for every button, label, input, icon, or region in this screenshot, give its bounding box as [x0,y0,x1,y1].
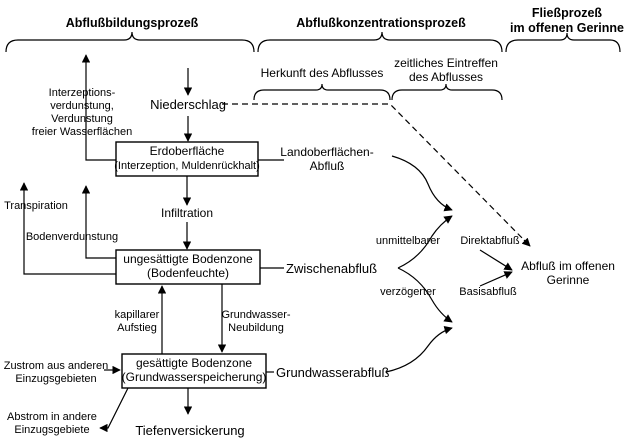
subheader-eintreffen-line1: zeitliches Eintreffen [394,56,498,70]
dashed-arrowhead [521,237,531,247]
header-abflusskonzentration: Abflußkonzentrationsprozeß [296,16,466,30]
box-erdoberflaeche [115,141,259,177]
arrow-interzeption [81,54,116,161]
arrow-abstrom [99,387,129,433]
label-zwischenabfluss: Zwischenabfluß [286,261,377,276]
label-abfluss-gerinne-line2: Gerinne [547,273,590,287]
arrow-transpiration [19,182,116,275]
label-zustrom-line1: Zustrom aus anderen [4,360,109,372]
label-infiltration: Infiltration [161,206,213,220]
curve-zwischen-unmittelbar [397,215,453,269]
arrow-direkt-gerinne [479,249,513,271]
box-gesaettigt-line1: gesättigte Bodenzone [136,356,252,370]
label-kapillarer-line1: kapillarer [115,309,160,321]
label-bodenverdunstung: Bodenverdunstung [26,231,118,243]
box-erdoberflaeche-line2: (Interzeption, Muldenrückhalt) [114,160,260,172]
label-grundwasser-neubildung-line1: Grundwasser- [221,309,290,321]
label-verzoegerter: verzögerter [380,286,436,298]
label-interzeption-line4: freier Wasserflächen [32,126,132,138]
brace-herkunft [253,83,391,101]
box-ungesaettigt-line2: (Bodenfeuchte) [147,266,229,280]
label-kapillarer-line2: Aufstieg [117,322,157,334]
subheader-eintreffen-line2: des Abflusses [409,70,483,84]
header-fliessprozess-line1: Fließprozeß [532,6,603,20]
curve-grundwasser-basis [385,326,453,373]
box-gesaettigt [121,353,267,389]
brace-eintreffen [391,83,503,101]
label-interzeption-line1: Interzeptions- [49,87,116,99]
brace-abflussbildung [5,31,255,53]
label-abfluss-gerinne-line1: Abfluß im offenen [521,259,615,273]
header-fliessprozess-line2: im offenen Gerinne [510,21,624,35]
brace-abflusskonzentration [257,31,503,53]
subheader-herkunft: Herkunft des Abflusses [261,66,384,80]
label-landoberflaechen-line2: Abfluß [310,159,345,173]
label-niederschlag: Niederschlag [150,97,226,112]
label-grundwasserabfluss: Grundwasserabfluß [276,365,389,380]
label-landoberflaechen-line1: Landoberflächen- [280,145,373,159]
box-gesaettigt-line2: (Grundwasserspeicherung) [122,370,267,384]
label-direktabfluss: Direktabfluß [460,235,520,247]
label-abstrom-line1: Abstrom in andere [7,411,97,423]
arrow-bodenverdunstung [81,185,116,259]
brace-fliessprozess [505,32,621,53]
label-abstrom-line2: Einzugsgebiete [14,424,89,436]
arrow-basis-gerinne [479,271,513,287]
dashed-niederschlag-to-abfluss [222,103,529,245]
label-transpiration: Transpiration [4,200,68,212]
curve-landoberflaechen-direkt [391,155,453,212]
label-grundwasser-neubildung-line2: Neubildung [228,322,284,334]
box-erdoberflaeche-line1: Erdoberfläche [150,144,225,158]
label-basisabfluss: Basisabfluß [459,286,517,298]
label-interzeption-line3: Verdunstung [51,113,113,125]
label-unmittelbarer: unmittelbarer [376,235,441,247]
label-interzeption-line2: verdunstung, [50,100,114,112]
box-ungesaettigt-line1: ungesättigte Bodenzone [123,252,253,266]
box-ungesaettigt [115,249,261,285]
header-abflussbildung: Abflußbildungsprozeß [66,16,199,30]
curve-zwischen-verzoegert [397,267,453,323]
label-zustrom-line2: Einzugsgebieten [15,373,96,385]
label-tiefenversickerung: Tiefenversickerung [135,423,244,438]
